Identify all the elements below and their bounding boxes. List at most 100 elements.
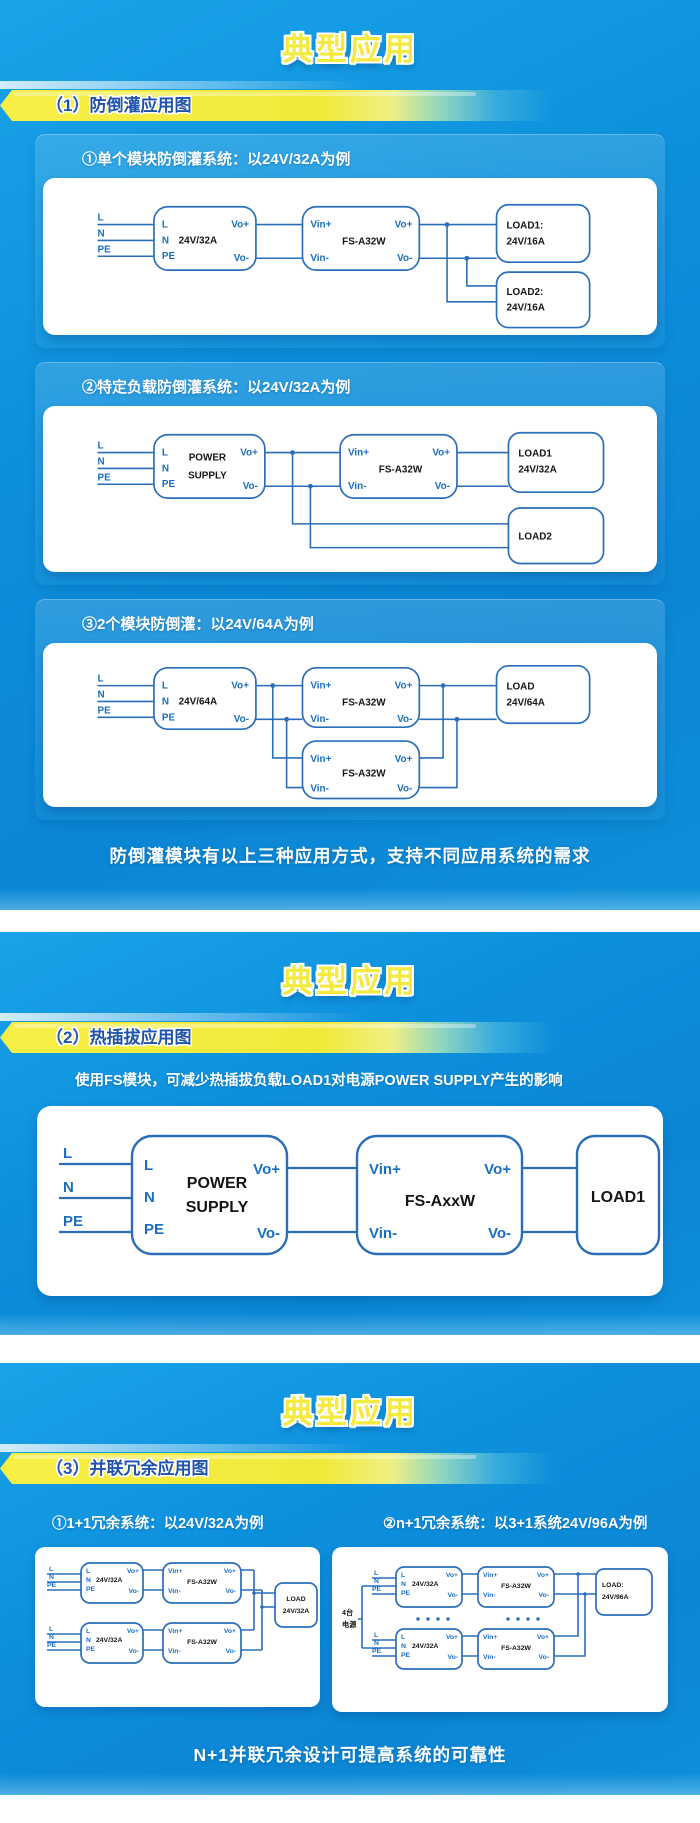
page-title: 典型应用 bbox=[282, 1395, 418, 1430]
svg-text:N: N bbox=[97, 689, 104, 700]
subsection-label-1plus1: ①1+1冗余系统：以24V/32A为例 bbox=[52, 1516, 264, 1532]
wires bbox=[59, 1162, 577, 1234]
svg-text:24V/32A: 24V/32A bbox=[518, 464, 557, 475]
banner-swoosh bbox=[0, 81, 364, 89]
junction-dots bbox=[576, 1572, 587, 1596]
psu-box-1: L N PE 24V/32A Vo+ Vo- bbox=[80, 1562, 144, 1604]
load2-box: LOAD2: 24V/16A bbox=[495, 271, 591, 329]
svg-text:FS-A32W: FS-A32W bbox=[501, 1645, 531, 1652]
svg-text:24V/32A: 24V/32A bbox=[179, 235, 218, 246]
svg-text:N: N bbox=[97, 228, 104, 239]
svg-text:L: L bbox=[63, 1145, 72, 1162]
load2-box: LOAD2 bbox=[507, 506, 605, 564]
svg-text:LOAD1:: LOAD1: bbox=[506, 221, 543, 232]
svg-text:L: L bbox=[86, 1628, 90, 1635]
ac-input-labels-1: L N PE bbox=[372, 1570, 382, 1593]
load1-box: LOAD1 24V/32A bbox=[507, 431, 605, 493]
svg-text:24V/32A: 24V/32A bbox=[412, 1643, 439, 1650]
svg-text:Vo+: Vo+ bbox=[127, 1628, 139, 1635]
svg-text:Vo+: Vo+ bbox=[395, 754, 413, 765]
svg-text:L: L bbox=[97, 440, 103, 451]
junction-dots bbox=[444, 222, 470, 261]
svg-text:SUPPLY: SUPPLY bbox=[186, 1199, 249, 1216]
svg-text:Vo+: Vo+ bbox=[432, 447, 450, 458]
svg-text:PE: PE bbox=[97, 244, 111, 255]
fs-module-box-2: Vin+ Vin- FS-A32W Vo+ Vo- bbox=[162, 1622, 242, 1664]
wires bbox=[97, 684, 497, 789]
svg-text:Vo+: Vo+ bbox=[537, 1572, 549, 1579]
ac-input-labels: L N PE bbox=[97, 440, 111, 483]
fs-module-box-1: Vin+ Vin- FS-A32W Vo+ Vo- bbox=[477, 1566, 555, 1608]
page-bottom-margin bbox=[0, 1795, 700, 1823]
banner-label: （1）防倒灌应用图 bbox=[46, 96, 192, 115]
power-supply-box: L N PE POWER SUPPLY Vo+ Vo- bbox=[153, 433, 266, 499]
svg-text:L: L bbox=[401, 1572, 405, 1579]
svg-text:PE: PE bbox=[162, 251, 176, 262]
ac-input-labels-2: L N PE bbox=[372, 1632, 382, 1655]
junction-dots bbox=[290, 449, 313, 489]
psu-box-1: L N PE 24V/32A Vo+ Vo- bbox=[395, 1566, 463, 1608]
svg-text:Vin-: Vin- bbox=[483, 1592, 496, 1599]
svg-text:N: N bbox=[49, 1574, 54, 1581]
redundancy-sublabels: ①1+1冗余系统：以24V/32A为例 ②n+1冗余系统：以3+1系统24V/9… bbox=[0, 1512, 700, 1533]
svg-text:PE: PE bbox=[47, 1582, 57, 1589]
svg-text:N: N bbox=[374, 1640, 379, 1647]
wires bbox=[97, 223, 497, 303]
svg-text:L: L bbox=[162, 220, 168, 231]
svg-text:24V/16A: 24V/16A bbox=[506, 303, 545, 314]
svg-text:N: N bbox=[86, 1577, 91, 1584]
ac-input-labels: L N PE bbox=[97, 674, 111, 717]
banner-label: （2）热插拔应用图 bbox=[46, 1028, 192, 1047]
svg-text:24V/32A: 24V/32A bbox=[96, 1637, 123, 1644]
page-title: 典型应用 bbox=[282, 32, 418, 67]
psu-box: L N PE 24V/32A Vo+ Vo- bbox=[153, 205, 257, 271]
banner-bar bbox=[0, 90, 700, 121]
svg-text:Vo+: Vo+ bbox=[446, 1572, 458, 1579]
svg-text:L: L bbox=[86, 1568, 90, 1575]
hot-swap-note: 使用FS模块，可减少热插拔负载LOAD1对电源POWER SUPPLY产生的影响 bbox=[75, 1073, 563, 1089]
svg-text:LOAD2: LOAD2 bbox=[518, 531, 552, 542]
psu-box-2: L N PE 24V/32A Vo+ Vo- bbox=[395, 1628, 463, 1670]
svg-text:PE: PE bbox=[162, 479, 176, 490]
svg-text:Vin+: Vin+ bbox=[310, 220, 331, 231]
diagram-card: L N PE L N PE POWER SUPPLY Vo+ Vo- Vin+ … bbox=[37, 1106, 663, 1296]
svg-text:PE: PE bbox=[401, 1590, 411, 1597]
svg-text:LOAD: LOAD bbox=[286, 1596, 305, 1603]
svg-text:PE: PE bbox=[144, 1221, 164, 1238]
svg-text:Vin-: Vin- bbox=[483, 1654, 496, 1661]
svg-text:Vin-: Vin- bbox=[310, 253, 329, 264]
svg-text:24V/32A: 24V/32A bbox=[283, 1608, 310, 1615]
diagram-card-1plus1: L N PE L N PE 24V/32A Vo+ Vo- Vin+ Vin- bbox=[35, 1547, 320, 1707]
svg-text:Vo-: Vo- bbox=[539, 1592, 549, 1599]
svg-text:LOAD1: LOAD1 bbox=[518, 448, 552, 459]
svg-text:PE: PE bbox=[47, 1642, 57, 1649]
subsection-label: ②特定负载防倒灌系统：以24V/32A为例 bbox=[82, 378, 351, 396]
subsection-single-module: ①单个模块防倒灌系统：以24V/32A为例 L N PE bbox=[35, 134, 665, 348]
svg-text:FS-A32W: FS-A32W bbox=[501, 1583, 531, 1590]
svg-text:Vin-: Vin- bbox=[168, 1588, 181, 1595]
svg-text:N: N bbox=[86, 1637, 91, 1644]
svg-text:L: L bbox=[144, 1157, 153, 1174]
fs-module-box: Vin+ Vin- FS-AxxW Vo+ Vo- bbox=[355, 1134, 524, 1256]
svg-text:Vo+: Vo+ bbox=[231, 681, 249, 692]
banner-swoosh bbox=[0, 1444, 364, 1452]
svg-text:Vo-: Vo- bbox=[435, 481, 450, 492]
load1-box: LOAD1 bbox=[575, 1134, 661, 1256]
subsection-specific-load: ②特定负载防倒灌系统：以24V/32A为例 L N PE bbox=[35, 361, 665, 585]
svg-text:L: L bbox=[401, 1634, 405, 1641]
fs-module-box-1: Vin+ Vin- FS-A32W Vo+ Vo- bbox=[301, 666, 421, 728]
section-banner-2: （2）热插拔应用图 bbox=[0, 1013, 700, 1053]
diagram-card: L N PE L N PE POWER SUPPLY Vo+ Vo- Vin+ bbox=[43, 405, 657, 572]
svg-text:Vo+: Vo+ bbox=[395, 220, 413, 231]
svg-text:Vo-: Vo- bbox=[257, 1225, 280, 1242]
svg-text:PE: PE bbox=[401, 1652, 411, 1659]
circuit-diagram-specific-load: L N PE L N PE POWER SUPPLY Vo+ Vo- Vin+ bbox=[97, 431, 605, 564]
svg-text:Vo-: Vo- bbox=[243, 481, 258, 492]
svg-text:PE: PE bbox=[63, 1213, 83, 1230]
svg-text:FS-A32W: FS-A32W bbox=[342, 236, 386, 247]
fs-module-box-2: Vin+ Vin- FS-A32W Vo+ Vo- bbox=[301, 740, 421, 800]
ac-input-labels: L N PE bbox=[97, 213, 111, 256]
svg-text:N: N bbox=[49, 1634, 54, 1641]
load1-box: LOAD1: 24V/16A bbox=[495, 203, 591, 264]
svg-text:Vo-: Vo- bbox=[488, 1225, 511, 1242]
